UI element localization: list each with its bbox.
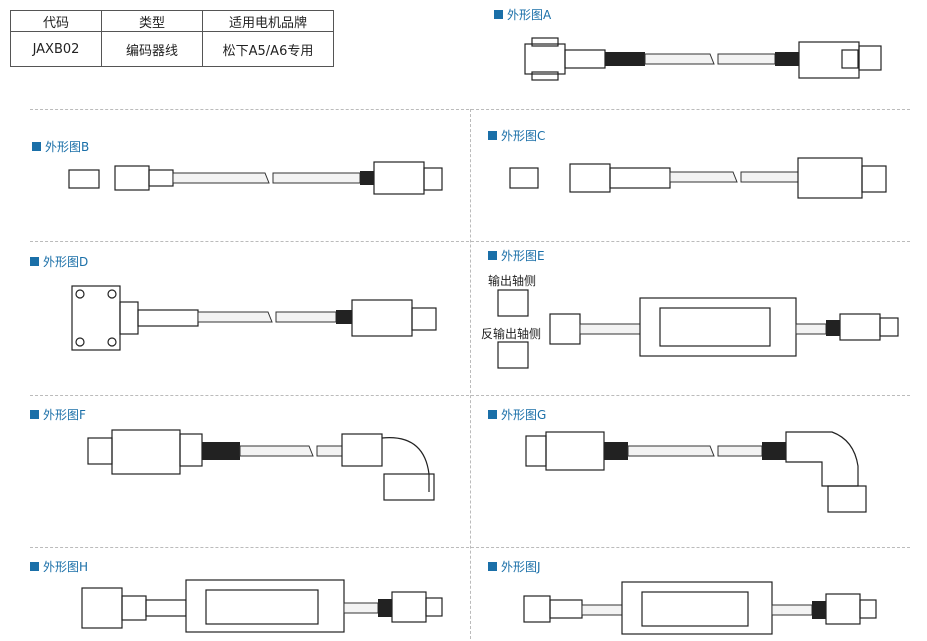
square-icon — [494, 10, 503, 19]
figure-label-j: 外形图J — [488, 558, 541, 575]
cable-drawing-a — [524, 37, 882, 81]
cable-drawing-j — [523, 581, 877, 635]
cable-drawing-c — [509, 157, 887, 199]
header-code: 代码 — [10, 10, 102, 32]
square-icon — [30, 257, 39, 266]
square-icon — [488, 131, 497, 140]
cell-brand: 松下A5/A6专用 — [202, 31, 334, 67]
output-side-label: 输出轴侧 — [488, 274, 537, 288]
cable-drawing-b — [68, 161, 443, 195]
figure-label-b: 外形图B — [32, 138, 89, 155]
square-icon — [488, 562, 497, 571]
cable-drawing-e — [497, 289, 899, 369]
figure-label-f: 外形图F — [30, 406, 86, 423]
cell-type: 编码器线 — [101, 31, 203, 67]
square-icon — [32, 142, 41, 151]
reverse-output-side-label: 反输出轴侧 — [481, 327, 542, 341]
square-icon — [30, 562, 39, 571]
figure-label-g: 外形图G — [488, 406, 546, 423]
cable-drawing-g — [525, 431, 867, 513]
header-type: 类型 — [101, 10, 203, 32]
spec-table: 代码 类型 适用电机品牌 JAXB02 编码器线 松下A5/A6专用 — [10, 10, 334, 67]
figure-label-a: 外形图A — [494, 6, 551, 23]
header-brand: 适用电机品牌 — [202, 10, 334, 32]
figure-label-c: 外形图C — [488, 127, 545, 144]
square-icon — [30, 410, 39, 419]
square-icon — [488, 410, 497, 419]
square-icon — [488, 251, 497, 260]
figure-label-h: 外形图H — [30, 558, 88, 575]
figure-label-d: 外形图D — [30, 253, 88, 270]
cable-drawing-h — [81, 579, 443, 633]
table-header-row: 代码 类型 适用电机品牌 — [10, 10, 334, 32]
figure-label-e: 外形图E — [488, 247, 545, 264]
cable-drawing-f — [87, 429, 435, 501]
separator — [470, 109, 471, 639]
cell-code: JAXB02 — [10, 31, 102, 67]
table-row: JAXB02 编码器线 松下A5/A6专用 — [10, 31, 334, 67]
cable-drawing-d — [71, 285, 437, 351]
